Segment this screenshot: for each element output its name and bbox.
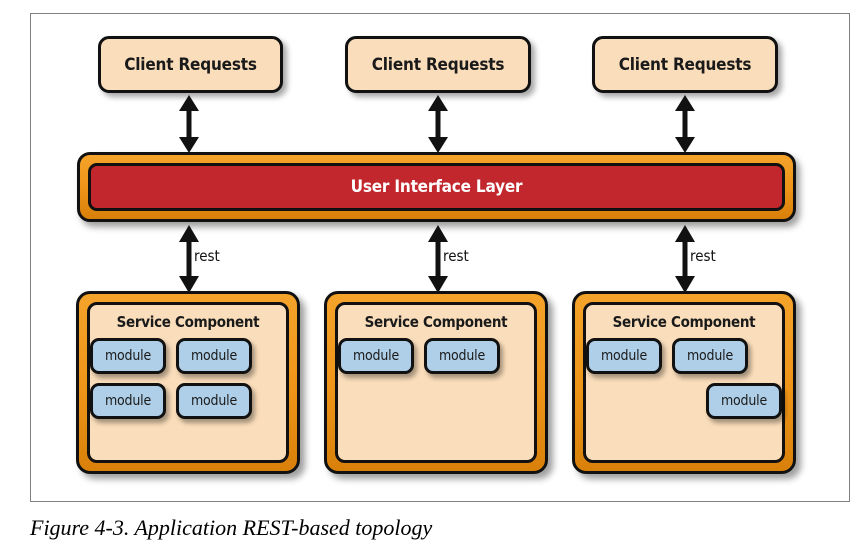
module-box: module bbox=[338, 338, 414, 374]
service-component-inner: Service Component module module module bbox=[583, 302, 785, 463]
connector-arrow-rest-1 bbox=[179, 225, 199, 293]
service-component-inner: Service Component module module module m… bbox=[87, 302, 289, 463]
module-box: module bbox=[176, 338, 252, 374]
service-component-title: Service Component bbox=[612, 313, 756, 331]
service-component-2: Service Component module module bbox=[324, 291, 548, 474]
client-requests-label: Client Requests bbox=[618, 54, 752, 75]
rest-label-3: rest bbox=[690, 247, 716, 265]
module-box: module bbox=[586, 338, 662, 374]
client-requests-box-1: Client Requests bbox=[98, 36, 283, 93]
connector-arrow-client-1 bbox=[179, 95, 199, 153]
module-label: module bbox=[190, 348, 237, 364]
module-row: module module bbox=[90, 338, 286, 374]
module-label: module bbox=[600, 348, 647, 364]
user-interface-layer-label: User Interface Layer bbox=[350, 177, 523, 197]
module-box: module bbox=[176, 383, 252, 419]
client-requests-box-2: Client Requests bbox=[345, 36, 531, 93]
module-row: module module bbox=[90, 383, 286, 419]
module-box: module bbox=[90, 338, 166, 374]
module-label: module bbox=[686, 348, 733, 364]
user-interface-layer-outer: User Interface Layer bbox=[77, 152, 796, 222]
module-row: module module bbox=[586, 338, 782, 374]
service-component-inner: Service Component module module bbox=[335, 302, 537, 463]
module-row: module module bbox=[338, 338, 534, 374]
client-requests-label: Client Requests bbox=[371, 54, 505, 75]
module-box: module bbox=[90, 383, 166, 419]
rest-label-1: rest bbox=[194, 247, 220, 265]
module-row: module bbox=[586, 383, 782, 419]
module-label: module bbox=[352, 348, 399, 364]
service-component-1: Service Component module module module m… bbox=[76, 291, 300, 474]
user-interface-layer-inner: User Interface Layer bbox=[88, 163, 785, 211]
module-label: module bbox=[438, 348, 485, 364]
module-label: module bbox=[720, 393, 767, 409]
module-label: module bbox=[104, 393, 151, 409]
module-box: module bbox=[424, 338, 500, 374]
figure-caption: Figure 4-3. Application REST-based topol… bbox=[30, 515, 433, 540]
connector-arrow-rest-3 bbox=[675, 225, 695, 293]
module-box: module bbox=[672, 338, 748, 374]
connector-arrow-client-2 bbox=[428, 95, 448, 153]
module-label: module bbox=[190, 393, 237, 409]
module-label: module bbox=[104, 348, 151, 364]
service-component-3: Service Component module module module bbox=[572, 291, 796, 474]
client-requests-box-3: Client Requests bbox=[592, 36, 778, 93]
service-component-title: Service Component bbox=[364, 313, 508, 331]
connector-arrow-rest-2 bbox=[428, 225, 448, 293]
client-requests-label: Client Requests bbox=[124, 54, 257, 75]
connector-arrow-client-3 bbox=[675, 95, 695, 153]
module-box: module bbox=[706, 383, 782, 419]
service-component-title: Service Component bbox=[116, 313, 260, 331]
rest-label-2: rest bbox=[443, 247, 469, 265]
